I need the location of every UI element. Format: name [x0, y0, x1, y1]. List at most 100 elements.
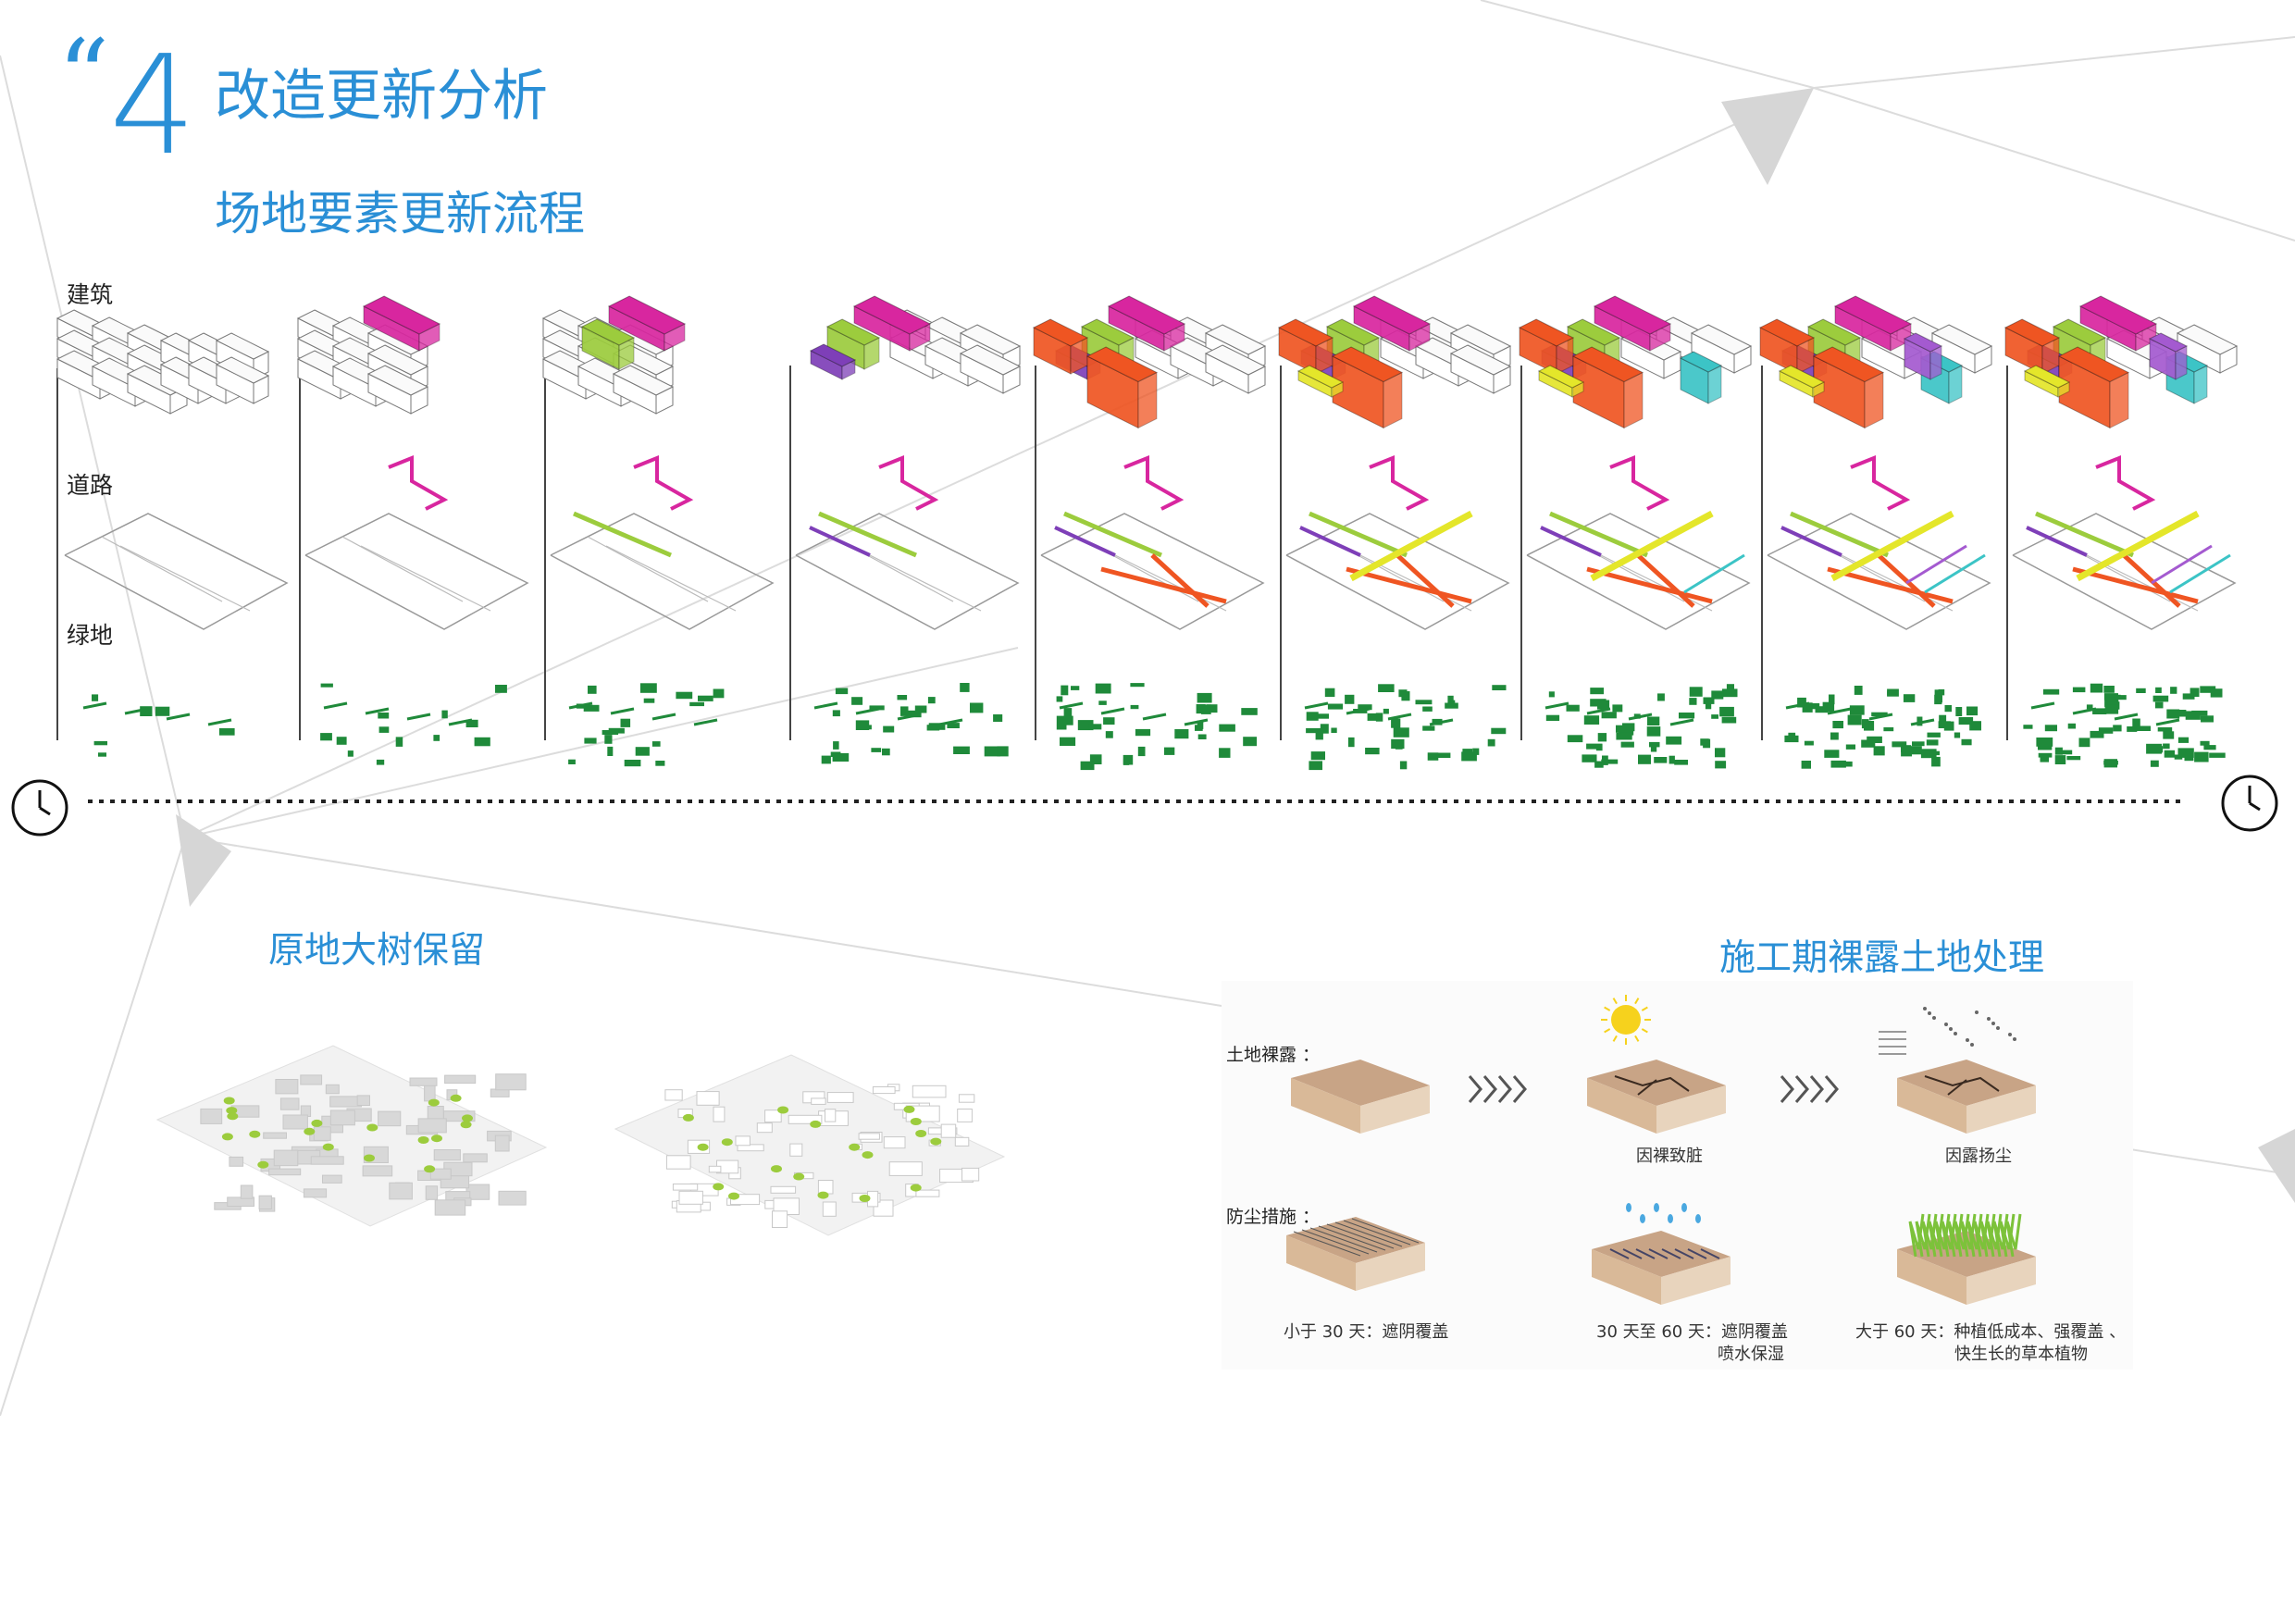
green-patch: [1324, 688, 1335, 698]
box-face: [1107, 295, 1186, 335]
green-strip: [166, 713, 191, 721]
retained-tree: [810, 1120, 822, 1128]
green-patch: [832, 752, 850, 762]
green-patch: [1196, 704, 1206, 714]
green-patch: [947, 723, 960, 728]
green-patch: [2090, 730, 2104, 738]
road-orange: [1636, 553, 1695, 608]
green-patch: [1395, 740, 1403, 750]
stage-greens: [1056, 683, 1258, 771]
box-face: [852, 295, 932, 335]
map-block: [713, 1106, 726, 1122]
dust-particle: [2008, 1033, 2012, 1036]
green-patch: [1822, 701, 1835, 712]
map-block: [240, 1184, 254, 1199]
chevron: [1468, 1075, 1482, 1103]
map-block: [858, 1133, 880, 1140]
map-block: [200, 1108, 223, 1124]
road-outline: [1582, 545, 1713, 612]
box-face: [2052, 318, 2107, 346]
map-block: [409, 1077, 438, 1086]
new-building-orange: [1571, 346, 1644, 429]
green-patch: [2177, 737, 2190, 743]
green-patch: [2154, 701, 2164, 709]
green-patch: [2098, 727, 2114, 734]
green-patch: [984, 746, 1000, 757]
soil-side: [1661, 1257, 1731, 1305]
dust-particle: [1954, 1032, 1957, 1035]
green-patch: [1061, 685, 1069, 696]
green-patch: [98, 752, 106, 757]
shade-net: [1309, 1227, 1378, 1253]
map-block: [300, 1074, 323, 1085]
map-block: [825, 1109, 837, 1122]
green-patch: [2090, 683, 2103, 693]
soil-top: [1286, 1217, 1425, 1263]
water-drop: [1626, 1203, 1631, 1212]
road-orange: [2072, 566, 2199, 604]
green-patch: [2104, 704, 2119, 714]
green-patch: [1327, 703, 1344, 710]
green-strip: [207, 718, 232, 726]
green-patch: [1883, 727, 1894, 732]
green-patch: [1689, 687, 1703, 697]
context-building: [1204, 344, 1267, 394]
map-block: [940, 1123, 957, 1138]
green-patch: [1721, 716, 1737, 724]
green-patch: [465, 719, 478, 727]
box-face: [580, 318, 636, 346]
green-patch: [1646, 726, 1661, 737]
stage-greens: [568, 683, 725, 767]
water-drop: [1695, 1214, 1701, 1223]
green-patch: [871, 748, 882, 752]
road-magenta: [878, 455, 939, 511]
new-building-orange: [1518, 318, 1575, 375]
green-patch: [1197, 734, 1207, 739]
green-patch: [1666, 736, 1682, 745]
soil-top: [1291, 1060, 1430, 1106]
box-face: [1778, 365, 1826, 389]
green-patch: [1854, 686, 1863, 695]
green-patch: [1320, 724, 1329, 734]
box-face: [1383, 371, 1403, 429]
stage-greens: [2023, 683, 2226, 768]
new-building-violet: [1903, 332, 1943, 380]
soil-cracked: [1587, 1060, 1726, 1134]
retained-tree: [257, 1160, 269, 1169]
shade-net: [1351, 1218, 1420, 1244]
green-patch: [2152, 695, 2169, 702]
green-strip: [1346, 707, 1371, 715]
green-patch: [2040, 754, 2049, 762]
green-patch: [2155, 687, 2162, 693]
green-strip: [610, 707, 635, 715]
green-patch: [2086, 704, 2093, 710]
retained-tree: [364, 1154, 375, 1162]
box-face: [1449, 344, 1512, 376]
green-patch: [2210, 688, 2223, 698]
green-patch: [1597, 733, 1607, 742]
box-face: [1806, 318, 1862, 346]
stage-buildings: [1758, 295, 1993, 429]
map-block: [495, 1073, 527, 1091]
road-magenta: [1123, 455, 1185, 511]
green-strip: [2114, 713, 2139, 721]
retained-tree: [903, 1105, 915, 1113]
caption-30-60-b: 喷水保湿: [1718, 1345, 1784, 1364]
soil-side: [1286, 1235, 1356, 1291]
box-face: [825, 318, 881, 346]
map-block: [735, 1135, 751, 1147]
green-patch: [2146, 743, 2163, 754]
map-block: [708, 1165, 722, 1173]
green-patch: [2115, 695, 2127, 700]
box-face: [2023, 365, 2071, 389]
box-face: [1449, 324, 1512, 355]
road-magenta: [1850, 455, 1911, 511]
green-patch: [2103, 759, 2117, 768]
chevron: [1809, 1075, 1824, 1103]
shade-net: [1318, 1225, 1386, 1251]
green-patch: [1711, 690, 1724, 700]
dust-particle: [1949, 1027, 1953, 1031]
retained-tree: [428, 1098, 440, 1107]
road-purple: [1780, 526, 1842, 557]
box-face: [362, 295, 441, 335]
